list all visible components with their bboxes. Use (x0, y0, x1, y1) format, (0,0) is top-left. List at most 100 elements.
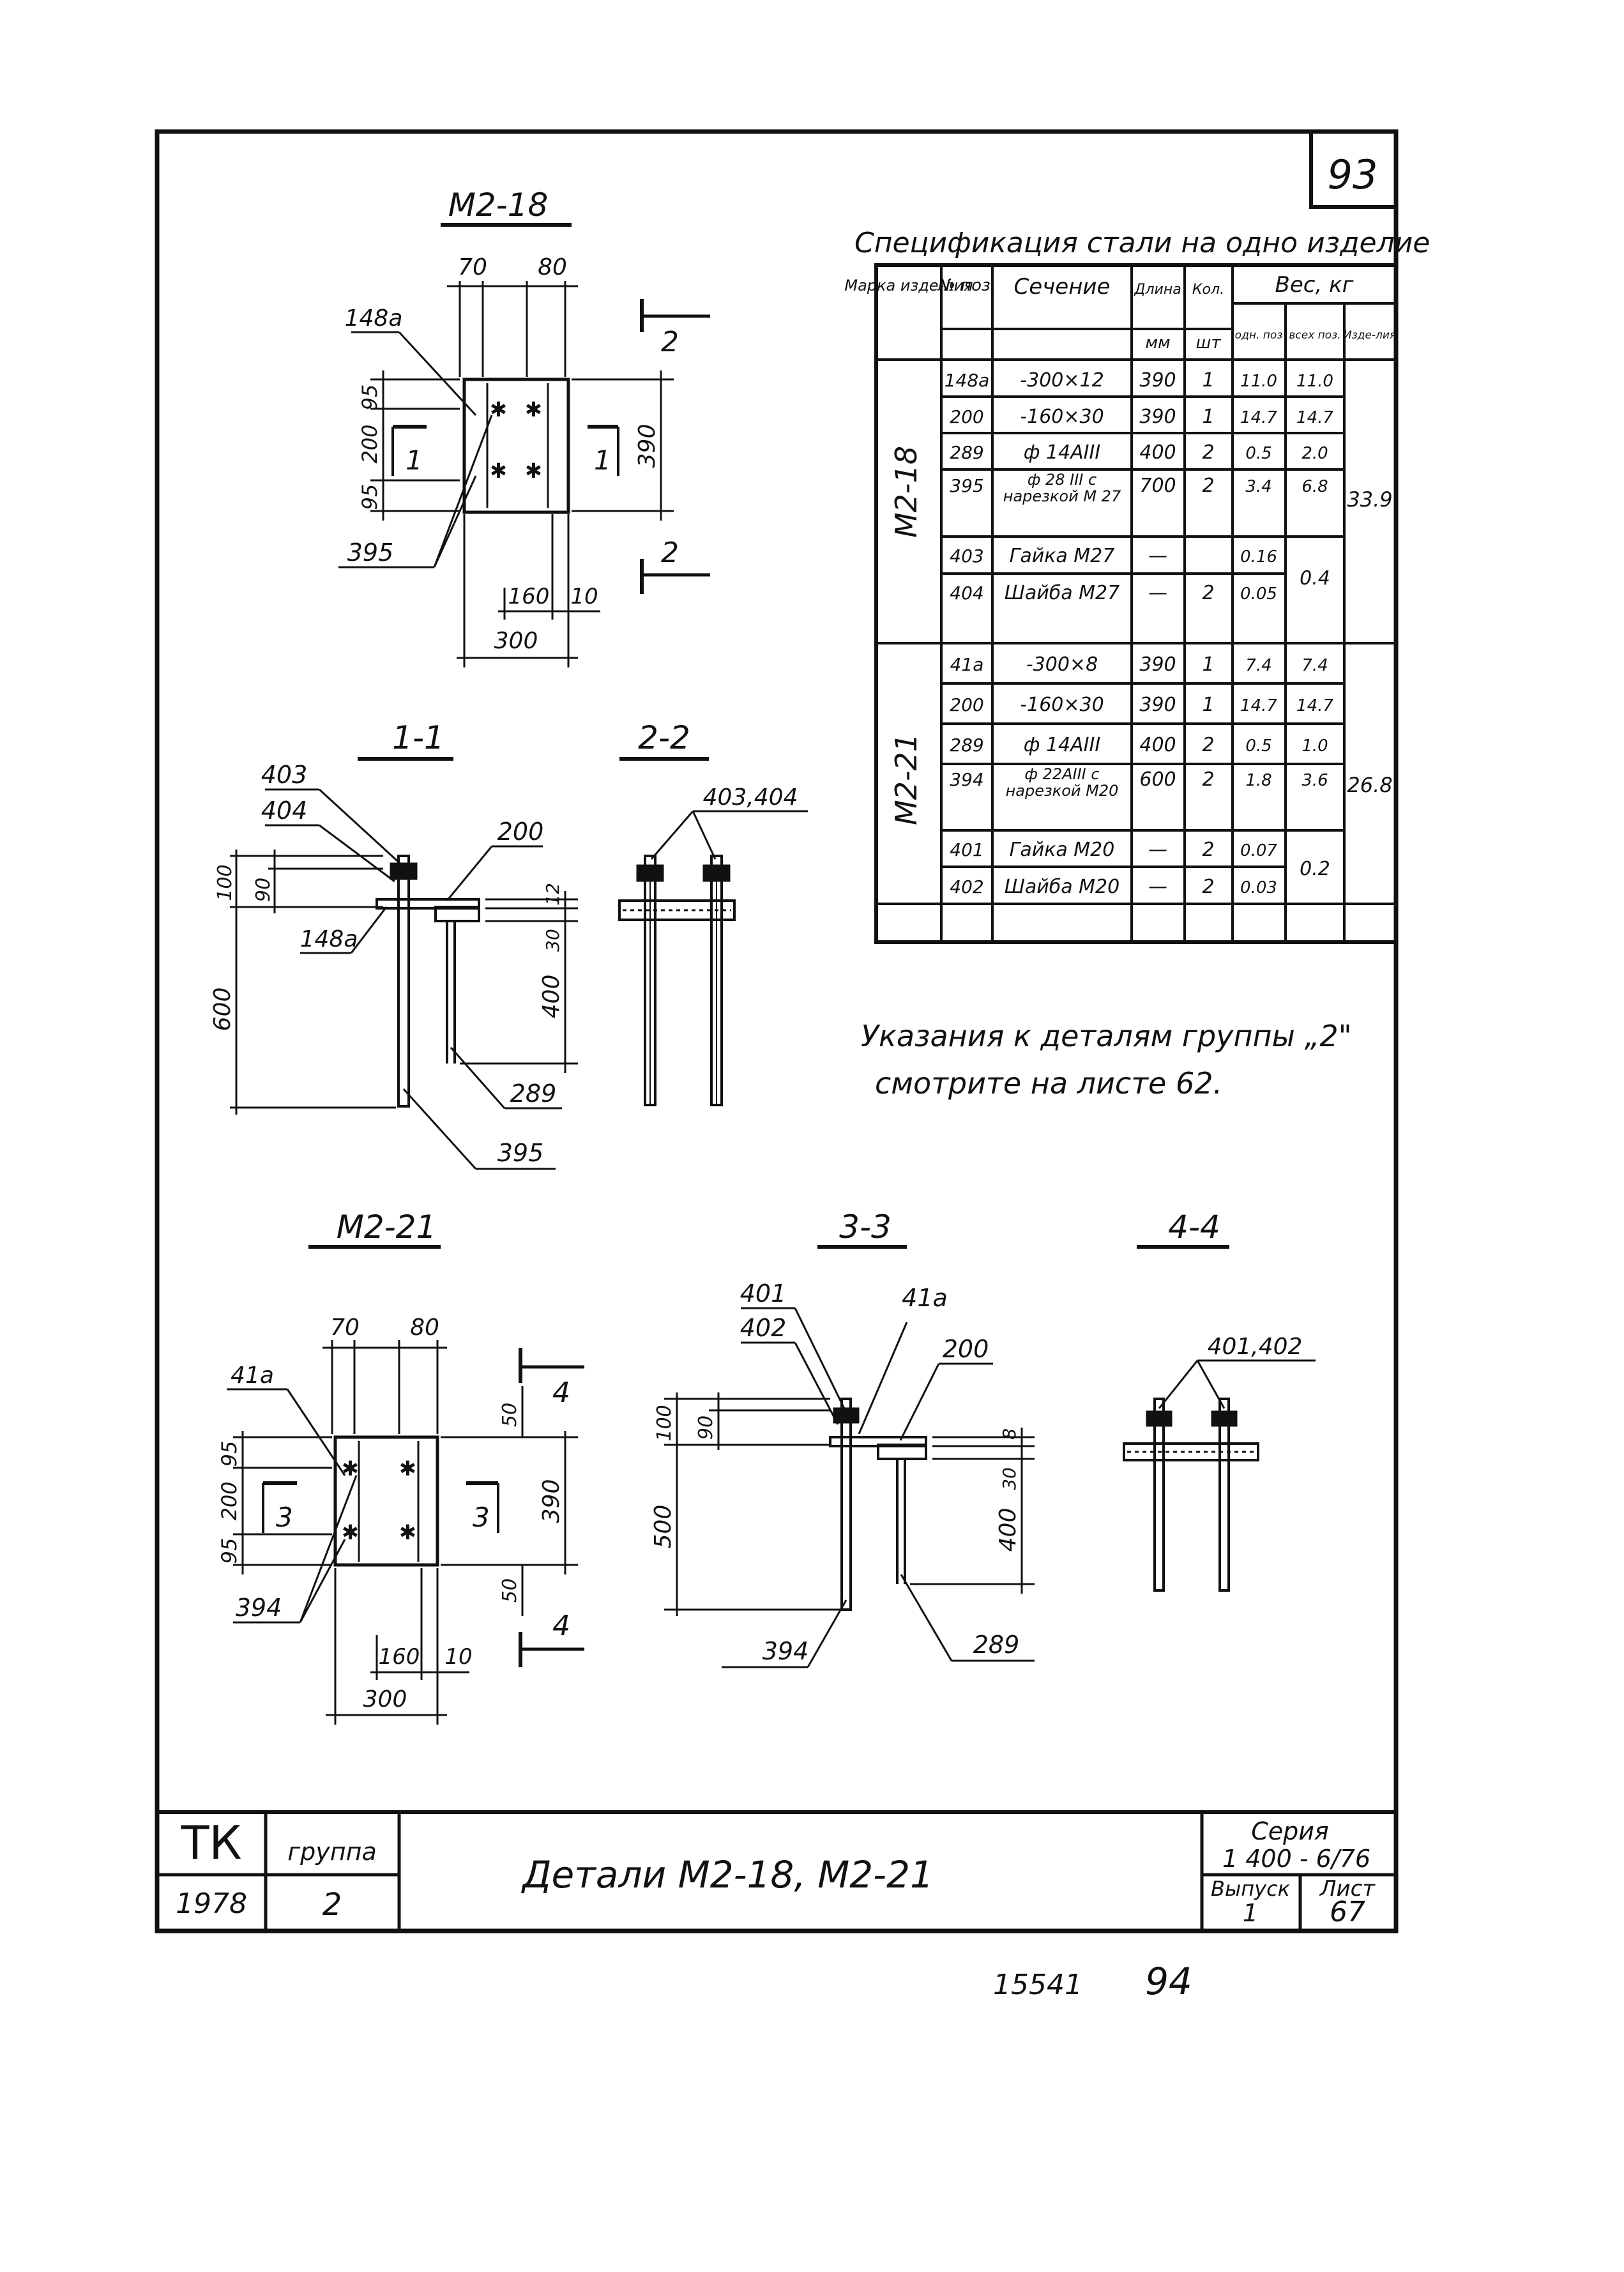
svg-text:395: 395 (347, 538, 394, 567)
svg-text:200: 200 (497, 818, 544, 846)
svg-text:1: 1 (1202, 694, 1214, 716)
svg-text:Гайка М20: Гайка М20 (1010, 839, 1115, 861)
svg-text:М2-21: М2-21 (337, 1208, 437, 1246)
view-title: М2-18 (448, 187, 549, 224)
svg-text:41а: 41а (231, 1362, 274, 1389)
svg-text:Шайба М20: Шайба М20 (1005, 876, 1119, 898)
svg-text:✱: ✱ (490, 459, 507, 483)
svg-text:394: 394 (236, 1594, 282, 1622)
table-row: 200 -160×30 390 1 14.7 14.7 (950, 406, 1333, 428)
spec-title: Спецификация стали на одно изделие (854, 227, 1430, 259)
svg-text:400: 400 (995, 1508, 1021, 1552)
hdr-section: Сечение (1014, 274, 1111, 300)
svg-text:200: 200 (950, 694, 983, 715)
view-m2-21: М2-21 ✱ ✱ ✱ ✱ 70 80 41а 95 200 95 3 (217, 1208, 584, 1725)
svg-text:50: 50 (499, 1403, 521, 1427)
svg-text:600: 600 (209, 987, 236, 1032)
hdr-w-item: Изде-лия (1344, 329, 1396, 342)
svg-text:14.7: 14.7 (1240, 696, 1277, 715)
svg-text:1: 1 (594, 445, 611, 476)
table-row: 402 Шайба М20 — 2 0.03 (950, 876, 1277, 898)
svg-text:80: 80 (410, 1315, 439, 1341)
svg-text:148а: 148а (945, 370, 990, 391)
svg-text:289: 289 (510, 1079, 557, 1108)
svg-text:3.6: 3.6 (1301, 771, 1328, 790)
svg-text:390: 390 (1139, 369, 1176, 392)
svg-text:ф 14AIII: ф 14AIII (1024, 441, 1101, 464)
svg-text:0.2: 0.2 (1300, 858, 1330, 880)
svg-text:-160×30: -160×30 (1020, 406, 1104, 428)
svg-text:2: 2 (1202, 876, 1214, 898)
svg-text:1-1: 1-1 (392, 719, 444, 756)
svg-text:50: 50 (499, 1578, 521, 1603)
svg-text:600: 600 (1139, 768, 1176, 791)
svg-text:✱: ✱ (525, 459, 542, 483)
svg-text:-300×8: -300×8 (1026, 653, 1098, 676)
issue-number: 1 (1243, 1899, 1258, 1927)
svg-text:4: 4 (552, 1610, 570, 1642)
svg-text:0.16: 0.16 (1240, 547, 1277, 567)
svg-text:95: 95 (358, 484, 382, 510)
svg-text:ф 14AIII: ф 14AIII (1024, 734, 1101, 756)
svg-text:402: 402 (740, 1314, 787, 1342)
svg-text:300: 300 (494, 628, 538, 654)
hdr-qty: Кол. (1192, 282, 1224, 298)
svg-text:0.4: 0.4 (1300, 567, 1330, 590)
svg-text:289: 289 (950, 442, 983, 463)
svg-text:0.07: 0.07 (1240, 841, 1277, 860)
svg-text:41а: 41а (950, 654, 984, 675)
table-row: 404 Шайба М27 — 2 0.05 (950, 582, 1277, 604)
svg-text:1: 1 (1202, 406, 1214, 428)
svg-text:30: 30 (542, 929, 563, 952)
svg-text:10: 10 (570, 584, 598, 609)
svg-text:390: 390 (1139, 653, 1176, 676)
group-total-m218: 33.9 (1347, 487, 1392, 512)
svg-text:11.0: 11.0 (1240, 372, 1277, 391)
svg-text:—: — (1148, 582, 1167, 604)
group-label: группа (287, 1838, 377, 1866)
svg-text:4-4: 4-4 (1168, 1208, 1220, 1246)
svg-text:2: 2 (1202, 475, 1214, 497)
svg-text:395: 395 (497, 1139, 544, 1167)
section-4-4: 4-4 401,402 (1123, 1208, 1316, 1592)
svg-text:1.0: 1.0 (1301, 736, 1328, 756)
svg-text:95: 95 (217, 1441, 241, 1467)
note: Указания к деталям группы „2" смотрите н… (861, 1019, 1352, 1101)
note-line-2: смотрите на листе 62. (875, 1066, 1222, 1101)
svg-text:95: 95 (217, 1538, 241, 1564)
svg-text:0.03: 0.03 (1240, 878, 1277, 897)
hdr-qty-unit: шт (1196, 333, 1222, 353)
svg-text:3-3: 3-3 (839, 1208, 892, 1246)
svg-text:3.4: 3.4 (1245, 477, 1271, 496)
section-3-3: 3-3 401 402 41а 200 100 90 500 (650, 1208, 1035, 1668)
issue-label: Выпуск (1211, 1877, 1291, 1901)
svg-text:390: 390 (634, 424, 660, 468)
hdr-length-unit: мм (1145, 333, 1170, 353)
svg-text:-160×30: -160×30 (1020, 694, 1104, 716)
svg-text:402: 402 (950, 876, 983, 897)
tk-mark: ТК (180, 1816, 241, 1870)
svg-text:✱: ✱ (399, 1520, 416, 1544)
sheet-value: 67 (1330, 1896, 1365, 1928)
svg-text:41а: 41а (902, 1284, 948, 1312)
svg-text:11.0: 11.0 (1296, 372, 1333, 391)
svg-text:2: 2 (1202, 734, 1214, 756)
year: 1978 (176, 1887, 247, 1920)
svg-text:14.7: 14.7 (1240, 408, 1277, 427)
svg-text:160: 160 (379, 1644, 420, 1670)
svg-text:200: 200 (217, 1481, 241, 1520)
hdr-pos: № поз. (937, 276, 996, 295)
svg-text:2: 2 (1202, 839, 1214, 861)
series-number: 1 400 - 6/76 (1222, 1845, 1370, 1873)
table-row: 289 ф 14AIII 400 2 0.5 1.0 (950, 734, 1328, 756)
section-cell: ф 28 III с нарезкой М 27 (1003, 471, 1121, 505)
svg-text:289: 289 (950, 735, 983, 756)
svg-text:—: — (1148, 545, 1167, 567)
sheet-frame (155, 129, 1399, 1933)
svg-text:401: 401 (740, 1279, 787, 1308)
table-row: 289 ф 14AIII 400 2 0.5 2.0 (950, 441, 1328, 464)
svg-text:400: 400 (538, 975, 565, 1019)
svg-text:7.4: 7.4 (1301, 656, 1328, 675)
spec-table: Спецификация стали на одно изделие (844, 227, 1430, 944)
svg-text:3: 3 (276, 1502, 293, 1533)
